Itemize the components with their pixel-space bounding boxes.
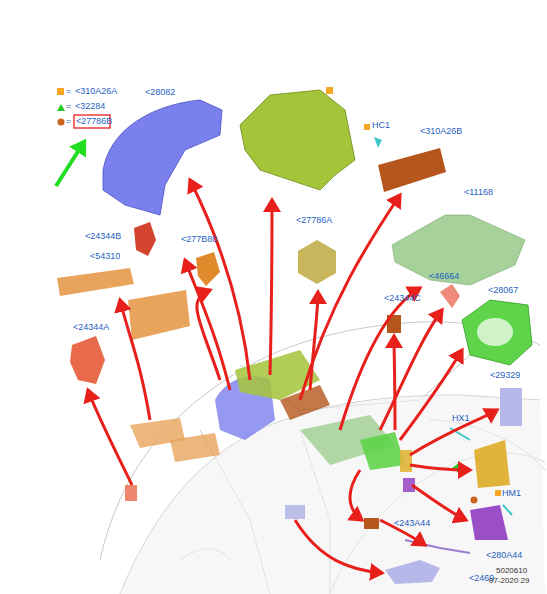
callout-number: <24344C	[384, 293, 421, 304]
callout-number: <24344B	[85, 231, 121, 242]
legend-square	[57, 88, 64, 95]
module-part	[500, 388, 522, 426]
pad-part	[378, 148, 446, 192]
callout-number: HC1	[372, 120, 390, 131]
pad-part	[128, 290, 190, 340]
callout-number: <277B80	[181, 234, 217, 245]
legend-text: <310A26A	[75, 86, 117, 97]
hex-pad	[298, 240, 336, 284]
wheel-arch-liner	[103, 100, 222, 215]
callout-number: =	[66, 86, 71, 97]
callout-number: HX1	[452, 413, 470, 424]
bracket-part	[470, 505, 508, 540]
marker-square	[326, 87, 333, 94]
pointer-arrow	[56, 142, 84, 186]
drawing-number: 5020610	[496, 566, 527, 576]
legend-triangle	[57, 104, 65, 111]
callout-number: =	[66, 101, 71, 112]
bracket-part	[134, 222, 156, 256]
duct-ring	[462, 300, 532, 365]
callout-number: <28082	[145, 87, 175, 98]
callout-number: <24344A	[73, 322, 109, 333]
floor-insulator	[392, 215, 525, 285]
bracket-part	[385, 560, 440, 584]
vehicle-side	[120, 395, 545, 594]
legend-text: <32284	[75, 101, 105, 112]
legend-text: <27786B	[76, 116, 112, 127]
bracket-part	[196, 252, 220, 286]
marker-square	[495, 490, 501, 496]
drawing-number: 07-2020 29	[489, 576, 529, 586]
bracket-part	[474, 440, 510, 488]
callout-number: <27786A	[296, 215, 332, 226]
clip-icon	[374, 137, 382, 148]
clip-part	[440, 284, 460, 308]
callout-number: =	[66, 116, 71, 127]
callout-number: <280A44	[486, 550, 522, 561]
marker-square	[364, 124, 370, 130]
bracket-part	[70, 336, 105, 384]
callout-number: <28067	[488, 285, 518, 296]
callout-number: <29329	[490, 370, 520, 381]
marker-circle	[471, 497, 478, 504]
callout-number: <46664	[429, 271, 459, 282]
legend-circle	[58, 119, 65, 126]
callout-number: <11168	[464, 187, 493, 198]
vehicle-outline	[100, 322, 545, 594]
callout-number: <310A26B	[420, 126, 462, 137]
callout-number: HM1	[502, 488, 521, 499]
marker-triangle	[452, 462, 460, 474]
insulator-assembly	[240, 90, 355, 190]
callout-arrow	[88, 180, 497, 573]
callout-number: <54310	[90, 251, 120, 262]
callout-number: <243A44	[394, 518, 430, 529]
pad-part	[57, 268, 134, 296]
clip-part	[364, 518, 379, 529]
wire-part	[405, 540, 470, 553]
